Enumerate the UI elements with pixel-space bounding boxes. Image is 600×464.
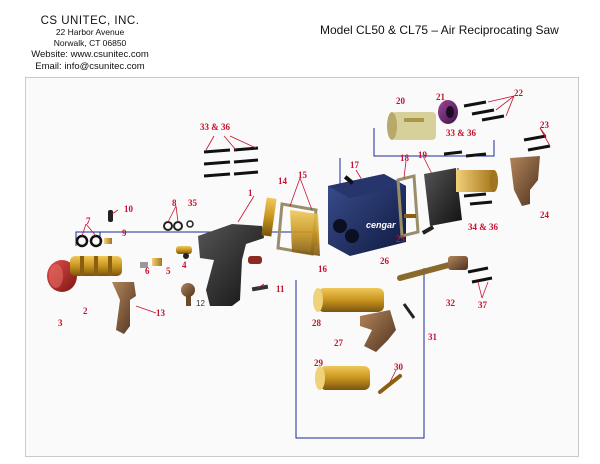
part-28-piston: [313, 288, 384, 312]
label-8: 8: [172, 198, 177, 208]
label-15: 15: [298, 170, 308, 180]
label-13: 13: [156, 308, 166, 318]
part-labels: 1 2 3 4 5 6 7 8 9 10 11 12 13 14 15 16 1…: [58, 88, 550, 372]
part-21-collar: [438, 100, 458, 124]
label-4: 4: [182, 260, 187, 270]
part-14-spacer: [261, 197, 277, 237]
label-14: 14: [278, 176, 288, 186]
label-6: 6: [145, 266, 150, 276]
label-26: 26: [380, 256, 390, 266]
label-31: 31: [428, 332, 438, 342]
part-29-piston: [315, 366, 370, 390]
label-10: 10: [124, 204, 134, 214]
company-info: CS UNITEC, INC. 22 Harbor Avenue Norwalk…: [25, 15, 155, 73]
part-24-blade-clamp: [510, 156, 540, 206]
company-address: 22 Harbor Avenue: [55, 27, 125, 37]
part-19-end-cap: [424, 168, 498, 226]
label-7: 7: [86, 216, 91, 226]
label-28: 28: [312, 318, 322, 328]
company-city: Norwalk, CT 06850: [53, 38, 127, 48]
label-33-36-right: 33 & 36: [446, 128, 476, 138]
page-title: Model CL50 & CL75 – Air Reciprocating Sa…: [320, 23, 559, 37]
part-31-pin: [402, 303, 416, 319]
label-24: 24: [540, 210, 550, 220]
part-30-pin: [378, 374, 402, 394]
part-7-o-rings: [75, 234, 103, 248]
part-27-link: [360, 310, 396, 352]
part-22-screws: [463, 100, 505, 122]
label-18: 18: [400, 153, 410, 163]
company-name: CS UNITEC, INC.: [40, 15, 140, 27]
cengar-logo: cengar: [366, 220, 396, 230]
company-email[interactable]: Email: info@csunitec.com: [35, 61, 145, 72]
parts-33-36-screws-right: [443, 150, 487, 158]
part-9-pin: [104, 238, 112, 244]
part-32-shaft: [397, 256, 468, 281]
part-17-housing: cengar: [328, 174, 406, 256]
parts-34-36-screws: [463, 192, 493, 206]
parts-33-36-screws-left: [203, 146, 259, 178]
part-37-screws: [467, 266, 493, 284]
label-34-36: 34 & 36: [468, 222, 498, 232]
label-32: 32: [446, 298, 456, 308]
part-1-detail: [248, 256, 262, 264]
part-11-pin: [251, 284, 269, 292]
label-37: 37: [478, 300, 488, 310]
label-35: 35: [188, 198, 198, 208]
label-5: 5: [166, 266, 171, 276]
part-23-screws: [523, 134, 551, 152]
label-17: 17: [350, 160, 360, 170]
label-22: 22: [514, 88, 524, 98]
part-25-pin: [404, 214, 416, 218]
label-33-36-left: 33 & 36: [200, 122, 230, 132]
label-20: 20: [396, 96, 406, 106]
part-12-fitting: [181, 283, 195, 306]
parts-8-35-rings: [163, 220, 194, 231]
part-13-trigger: [112, 282, 136, 334]
part-20-cylinder: [387, 112, 436, 140]
label-29: 29: [314, 358, 324, 368]
label-9: 9: [122, 228, 127, 238]
label-27: 27: [334, 338, 344, 348]
part-1-handle: [198, 224, 264, 306]
label-16: 16: [318, 264, 328, 274]
company-website[interactable]: Website: www.csunitec.com: [31, 49, 149, 60]
part-2-valve-body: [70, 256, 122, 276]
label-19: 19: [418, 150, 428, 160]
leader-lines: [81, 95, 551, 383]
part-18-gasket: [396, 174, 420, 238]
part-10-screw: [108, 210, 113, 222]
label-30: 30: [394, 362, 404, 372]
part-3-knob: [47, 260, 77, 292]
label-11: 11: [276, 284, 285, 294]
label-21: 21: [436, 92, 446, 102]
label-3: 3: [58, 318, 63, 328]
label-23: 23: [540, 120, 550, 130]
label-12: 12: [196, 299, 205, 308]
part-26-pin: [421, 225, 435, 235]
part-16-valve-plate: [290, 210, 320, 256]
label-1: 1: [248, 188, 253, 198]
label-2: 2: [83, 306, 88, 316]
parts-4-6-valve-stem: [140, 246, 192, 268]
label-25: 25: [396, 234, 406, 244]
